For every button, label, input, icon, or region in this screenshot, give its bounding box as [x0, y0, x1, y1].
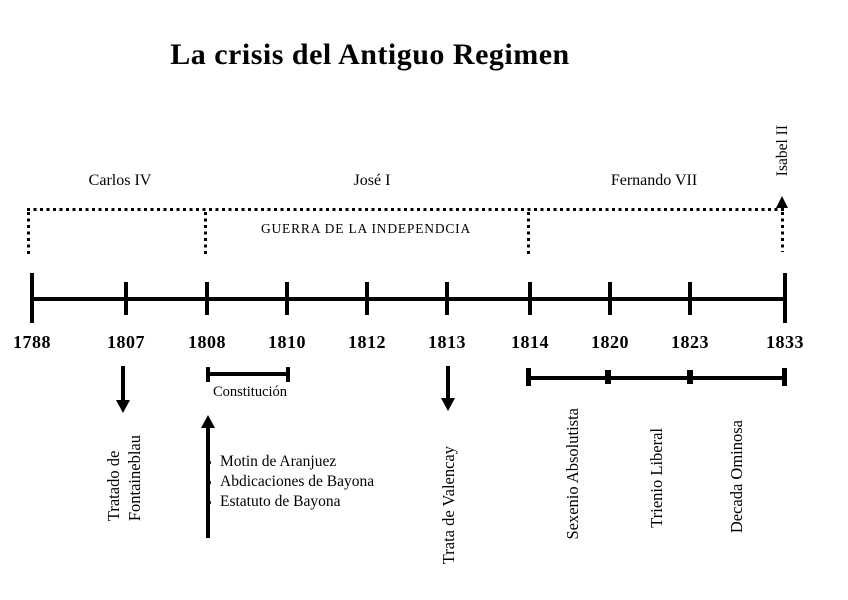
- timeline-tick-1812: [365, 282, 369, 315]
- trata-arrow-shaft: [446, 366, 450, 400]
- year-label-1788: 1788: [13, 332, 51, 352]
- bayona-up-arrow-icon: [201, 415, 215, 428]
- timeline-tick-1807: [124, 282, 128, 315]
- list-item-label: Motin de Aranjuez: [220, 453, 337, 470]
- period-label-sexenio: Sexenio Absolutista: [560, 388, 584, 560]
- bullet-icon: [206, 479, 211, 485]
- reign-dotted-tick-1808: [204, 212, 207, 254]
- periods-bracket-tick-1823: [687, 370, 693, 384]
- trata-down-arrow-icon: [441, 398, 455, 411]
- constitucion-bracket-right-cap: [286, 367, 290, 382]
- war-label: GUERRA DE LA INDEPENDCIA: [260, 221, 472, 236]
- timeline-tick-1833: [783, 273, 787, 323]
- year-label-1810: 1810: [268, 332, 306, 352]
- event-label-tratado-text: Tratado de Fontaineblau: [103, 435, 145, 521]
- timeline-tick-1808: [205, 282, 209, 315]
- timeline-tick-1820: [608, 282, 612, 315]
- tratado-line2: Fontaineblau: [125, 434, 144, 522]
- year-label-1833: 1833: [766, 332, 804, 352]
- period-label-decada-text: Decada Ominosa: [726, 420, 746, 534]
- reign-label-isabel-ii: Isabel II: [770, 108, 794, 194]
- tratado-arrow-shaft: [121, 366, 125, 402]
- list-item-label: Estatuto de Bayona: [220, 493, 341, 510]
- reign-dotted-tick-1814: [527, 212, 530, 254]
- periods-bracket-tick-1820: [605, 370, 611, 384]
- year-label-1823: 1823: [671, 332, 709, 352]
- period-label-decada: Decada Ominosa: [724, 400, 748, 554]
- timeline-tick-1810: [285, 282, 289, 315]
- list-item-label: Abdicaciones de Bayona: [220, 473, 375, 490]
- tratado-line1: Tratado de: [104, 450, 123, 522]
- event-label-trata: Trata de Valencay: [436, 422, 460, 588]
- year-label-1812: 1812: [348, 332, 386, 352]
- timeline-tick-1823: [688, 282, 692, 315]
- reign-span-dotted-line: [27, 208, 784, 211]
- list-item: Estatuto de Bayona: [206, 492, 374, 512]
- bullet-icon: [206, 499, 211, 505]
- event-label-tratado: Tratado de Fontaineblau: [100, 410, 148, 546]
- period-label-trienio: Trienio Liberal: [644, 408, 668, 548]
- reign-dotted-tick-1788: [27, 212, 30, 256]
- event-label-trata-text: Trata de Valencay: [438, 445, 458, 565]
- reign-dotted-tick-1833: [781, 212, 784, 252]
- year-label-1813: 1813: [428, 332, 466, 352]
- year-label-1814: 1814: [511, 332, 549, 352]
- reign-label-isabel-ii-text: Isabel II: [773, 125, 791, 177]
- year-label-1820: 1820: [591, 332, 629, 352]
- timeline-tick-1814: [528, 282, 532, 315]
- period-label-sexenio-text: Sexenio Absolutista: [562, 408, 582, 540]
- year-label-1807: 1807: [107, 332, 145, 352]
- year-label-1808: 1808: [188, 332, 226, 352]
- tratado-down-arrow-icon: [116, 400, 130, 413]
- constitucion-bracket: [208, 372, 290, 376]
- constitucion-bracket-left-cap: [206, 367, 210, 382]
- timeline-tick-1788: [30, 273, 34, 323]
- periods-bracket-right-cap: [782, 368, 787, 386]
- periods-bracket: [528, 376, 787, 380]
- bayona-event-list: Motin de Aranjuez Abdicaciones de Bayona…: [206, 452, 374, 512]
- period-label-trienio-text: Trienio Liberal: [646, 428, 666, 528]
- timeline-tick-1813: [445, 282, 449, 315]
- list-item: Motin de Aranjuez: [206, 452, 374, 472]
- constitucion-label: Constitución: [212, 384, 288, 400]
- isabel-up-arrow-icon: [776, 196, 788, 208]
- timeline-axis: [30, 297, 787, 301]
- reign-label-fernando-vii: Fernando VII: [610, 172, 698, 189]
- reign-label-jose-i: José I: [353, 172, 391, 189]
- reign-label-carlos-iv: Carlos IV: [88, 172, 152, 189]
- page-title: La crisis del Antiguo Regimen: [170, 38, 570, 71]
- bullet-icon: [206, 459, 211, 465]
- list-item: Abdicaciones de Bayona: [206, 472, 374, 492]
- periods-bracket-left-cap: [526, 368, 531, 386]
